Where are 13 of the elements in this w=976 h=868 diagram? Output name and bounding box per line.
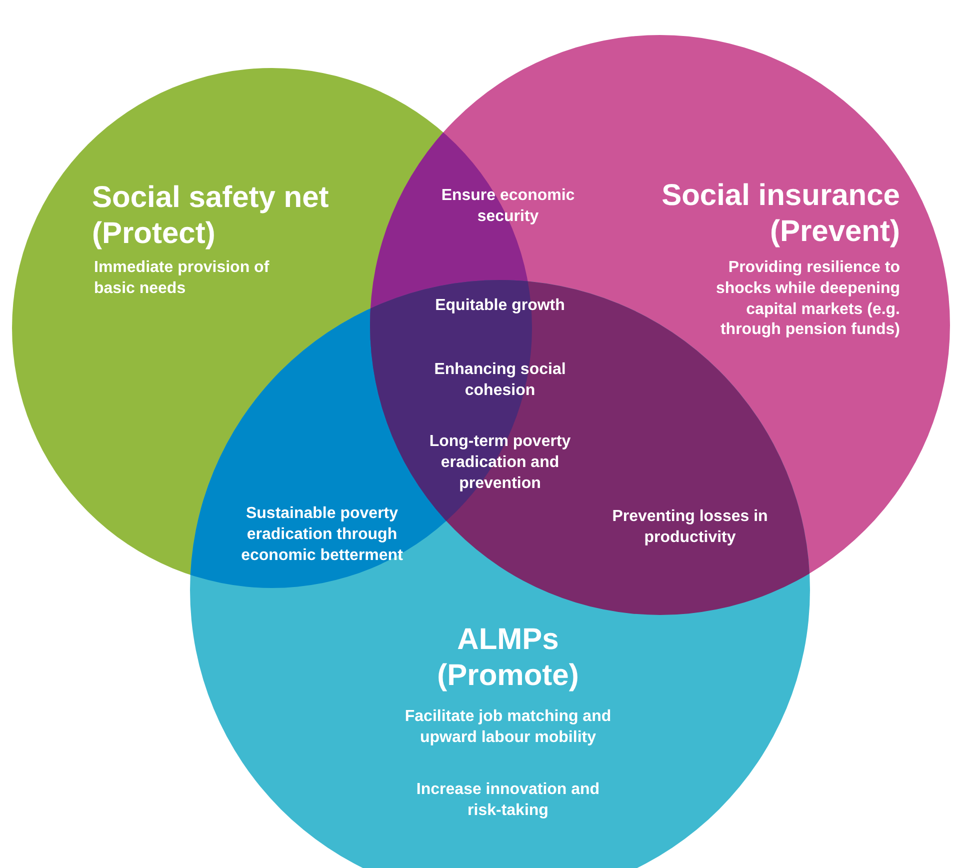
circle-description: Immediate provision of basic needs bbox=[94, 258, 270, 299]
circle-description: Increase innovation and risk-taking bbox=[415, 780, 601, 821]
region-text: Long-term poverty eradication and prevention bbox=[428, 432, 572, 494]
region-text: Enhancing social cohesion bbox=[433, 360, 567, 401]
circle-description: Providing resilience to shocks while deepening capital markets (e.g. through pension funds) bbox=[714, 258, 900, 340]
circle-description: Facilitate job matching and upward labour mobility bbox=[404, 707, 612, 748]
circle-title: Social safety net (Protect) bbox=[92, 180, 330, 252]
circle-title: ALMPs (Promote) bbox=[436, 622, 580, 694]
region-text: Preventing losses in productivity bbox=[611, 507, 769, 548]
region-text: Equitable growth bbox=[434, 296, 566, 316]
region-text: Sustainable poverty eradication through economic betterment bbox=[240, 504, 404, 566]
circle-title: Social insurance (Prevent) bbox=[660, 178, 900, 250]
region-text: Ensure economic security bbox=[440, 186, 576, 227]
